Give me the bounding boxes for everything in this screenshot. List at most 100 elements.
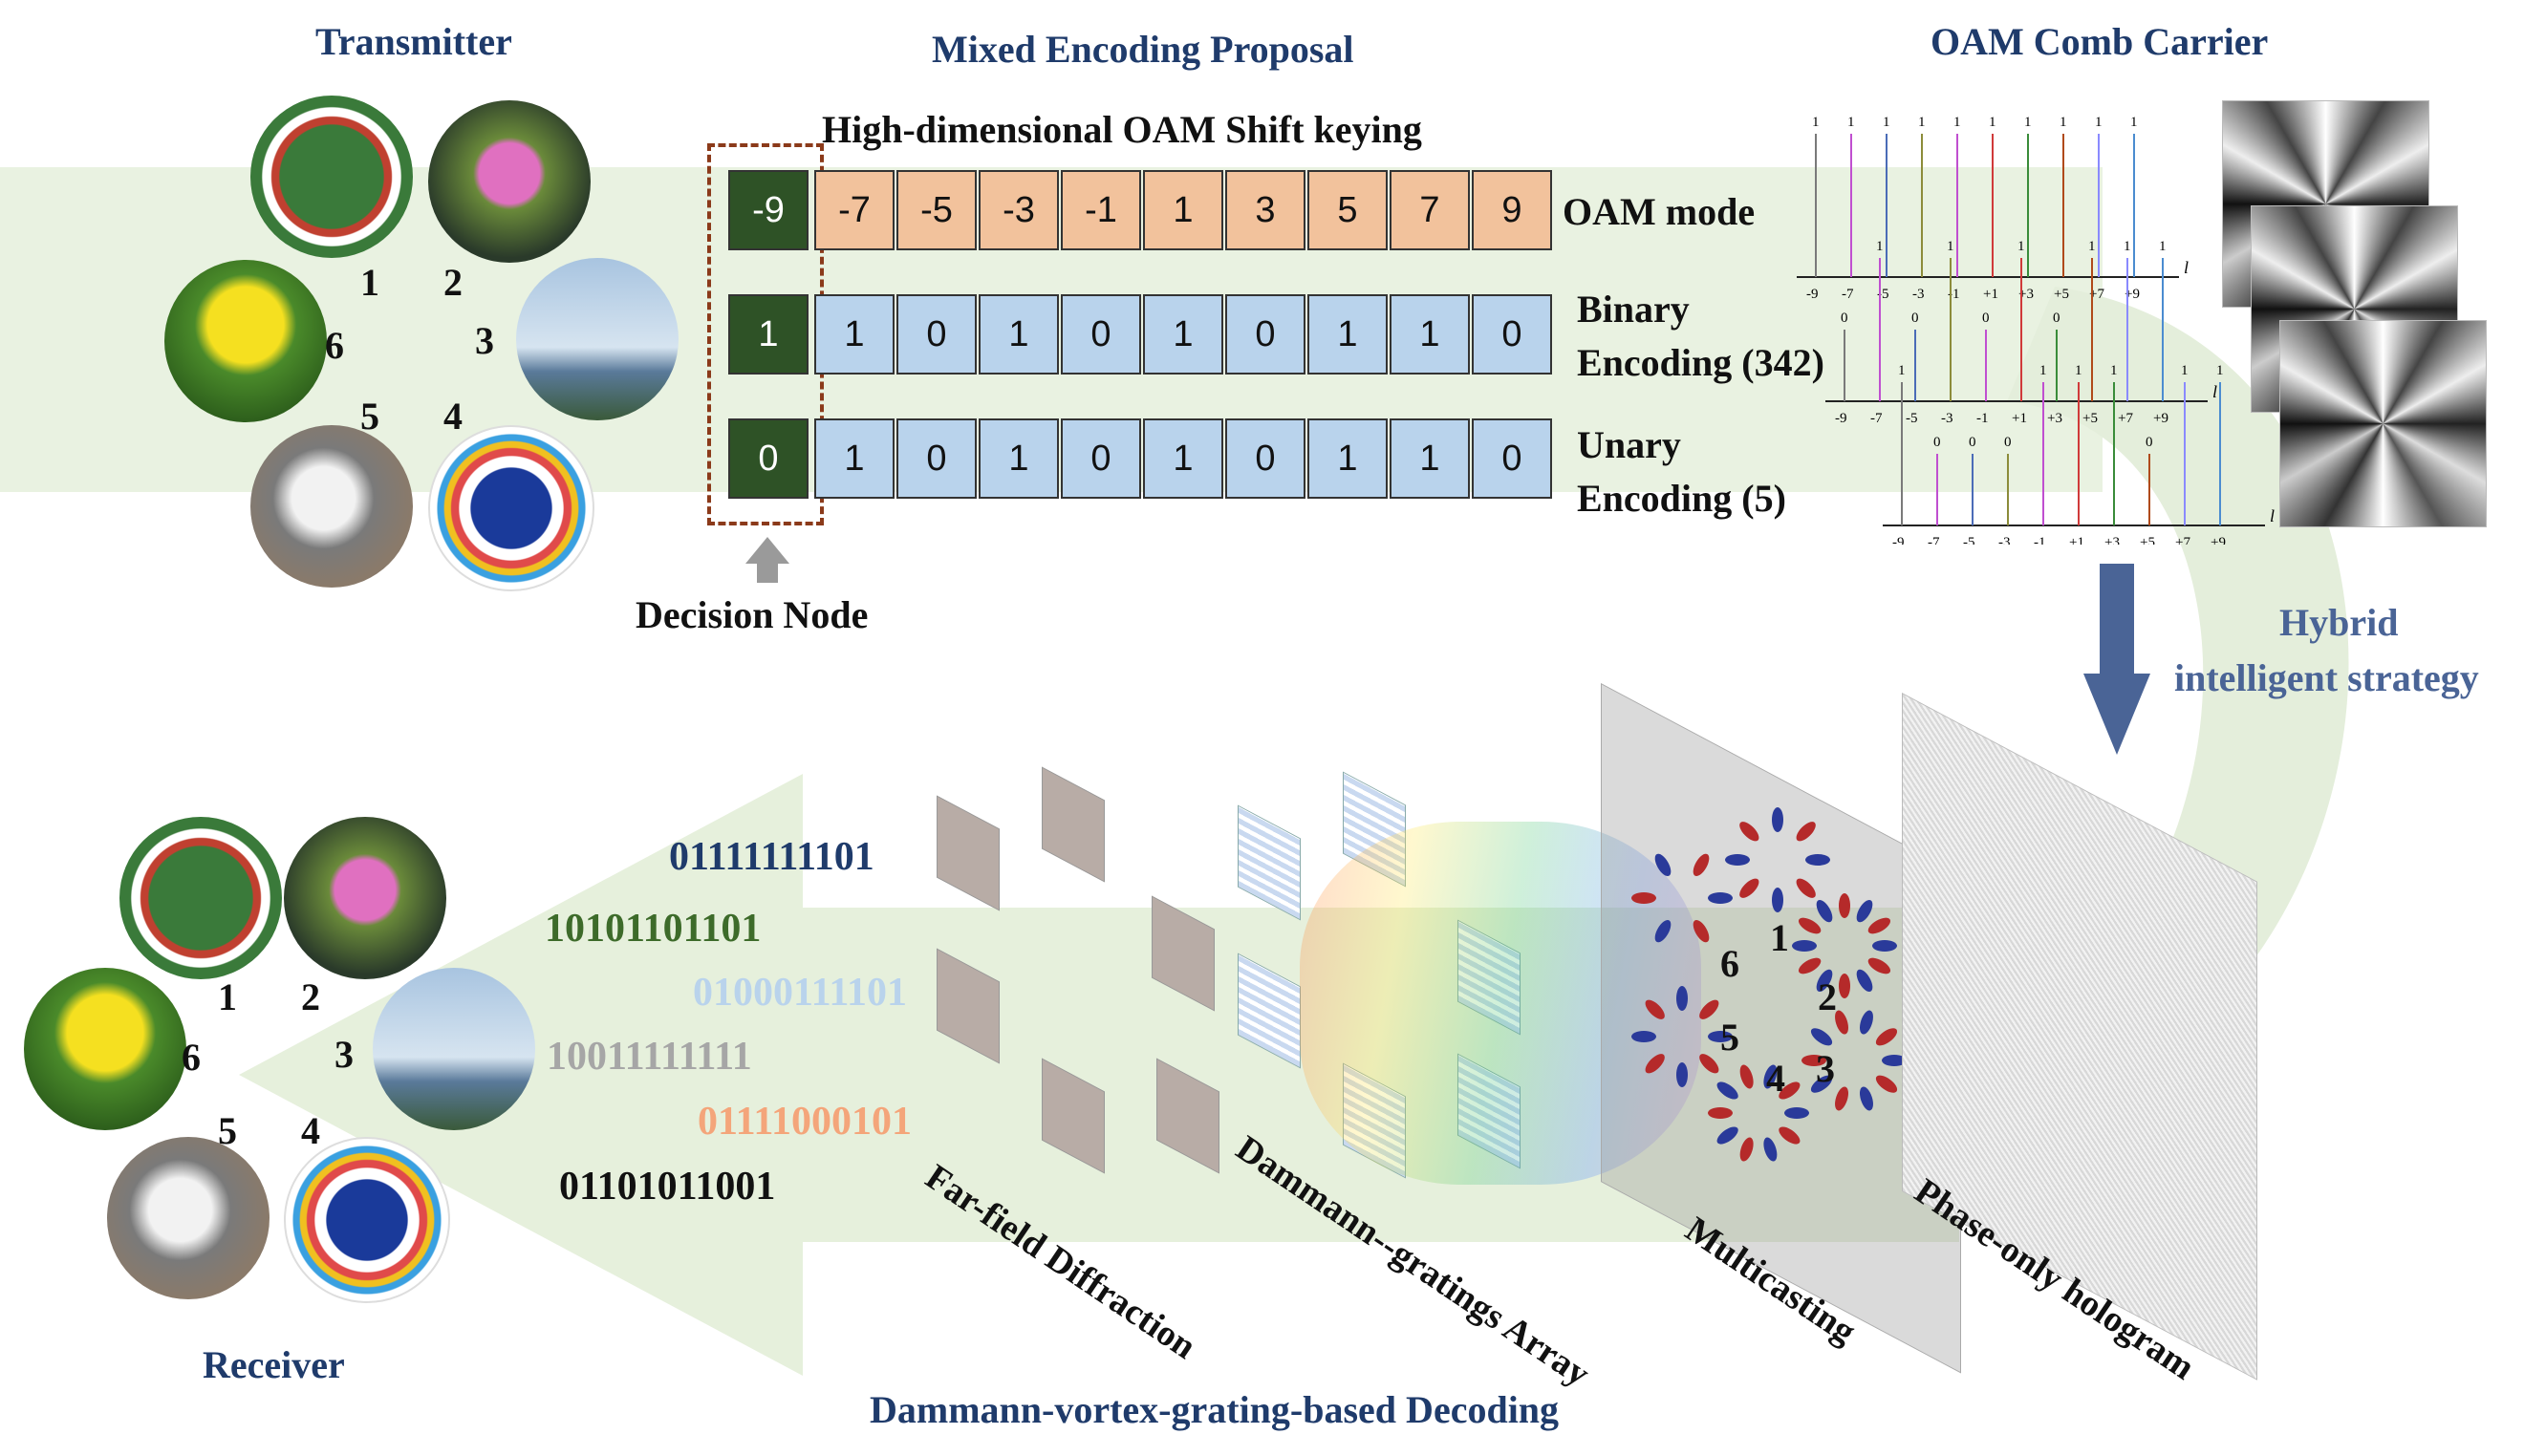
vortex-lobe: [1693, 919, 1710, 943]
vortex-lobe: [1801, 1055, 1826, 1066]
spectrum-tick-label: +1: [1983, 287, 1998, 302]
spectrum-value-label: 1: [1947, 239, 1954, 254]
oam-spectrum-plots: l1-91-71-51-31-11+11+31+51+71+9l0-91-70-…: [1797, 115, 2275, 545]
beam-field: [1300, 822, 1701, 1185]
ring-number-1: 1: [1770, 916, 1789, 959]
spectrum-tick-label: +7: [2118, 411, 2133, 426]
vortex-lobe: [1805, 854, 1830, 866]
spectrum-tick-label: +9: [2153, 411, 2168, 426]
oam-comb-title: OAM Comb Carrier: [1931, 20, 2269, 63]
vortex-lobe: [1708, 892, 1733, 904]
vortex-lobe: [1654, 853, 1672, 877]
unary-cell: 0: [896, 418, 977, 499]
vortex-lobe: [1739, 1064, 1754, 1089]
spectrum-tick-label: -5: [1906, 411, 1918, 426]
spectrum-axis-letter: l: [2212, 382, 2217, 401]
vortex-rings: [1631, 807, 1907, 1162]
spectrum-tick-label: -5: [1877, 287, 1889, 302]
spectrum-value-label: 1: [2024, 115, 2032, 130]
bit-logo-image: [250, 96, 413, 258]
vortex-lobe: [1676, 986, 1688, 1011]
vortex-lobe: [1739, 822, 1759, 842]
hybrid-arrow-shaft: [2100, 564, 2134, 674]
tulip-yellow-image: [164, 260, 327, 422]
vortex-lobe: [1763, 1064, 1778, 1089]
vortex-lobe: [1708, 1107, 1733, 1119]
spectrum-value-label: 0: [1969, 435, 1976, 450]
vortex-lobe: [1772, 807, 1783, 832]
oam-cell: -1: [1061, 170, 1141, 250]
hybrid-arrow-head: [2083, 674, 2150, 755]
oam-cell: -5: [896, 170, 977, 250]
unary-cell: 0: [1061, 418, 1141, 499]
decision-arrow-head: [745, 537, 789, 564]
decision-node-label: Decision Node: [636, 593, 869, 636]
unary-cell: 1: [1307, 418, 1388, 499]
vortex-lobe: [1860, 1086, 1873, 1111]
binary-cell: 0: [1225, 294, 1305, 375]
spectrum-value-label: 1: [2017, 239, 2025, 254]
tx-number-3: 3: [475, 319, 494, 362]
spectrum-value-label: 1: [2216, 363, 2224, 378]
vortex-lobe: [1875, 1075, 1898, 1093]
spectrum-value-label: 1: [1883, 115, 1890, 130]
spectrum-tick-label: +7: [2089, 287, 2104, 302]
vortex-lobe: [1676, 1062, 1688, 1087]
oam-cell: -7: [814, 170, 895, 250]
unary-cell: 1: [1390, 418, 1470, 499]
spectrum-tick-label: +1: [2069, 535, 2084, 545]
binary-cell: 0: [896, 294, 977, 375]
ring-number-3: 3: [1816, 1047, 1835, 1090]
vortex-lobe: [1654, 919, 1672, 943]
ring-number-6: 6: [1720, 942, 1739, 985]
spectrum-value-label: 0: [1933, 435, 1941, 450]
spectrum-value-label: 1: [2124, 239, 2131, 254]
ring-number-5: 5: [1720, 1016, 1739, 1059]
unary-label-line2: Encoding (5): [1577, 477, 1786, 520]
spectrum-tick-label: -1: [2034, 535, 2046, 545]
binary-label-line1: Binary: [1577, 288, 1690, 331]
binary-cell: 0: [1472, 294, 1552, 375]
oam-cell: 9: [1472, 170, 1552, 250]
spectrum-value-label: 1: [1898, 363, 1906, 378]
vortex-lobe: [1699, 999, 1719, 1019]
vortex-lobe: [1872, 940, 1897, 952]
rx-number-4: 4: [301, 1109, 320, 1152]
spectrum-value-label: 1: [2159, 239, 2167, 254]
bit-string-5: 01111000101: [698, 1100, 913, 1144]
spectrum-tick-label: -7: [1870, 411, 1883, 426]
oam-cell: 3: [1225, 170, 1305, 250]
vortex-lobe: [1816, 969, 1833, 993]
spectrum-value-label: 1: [2110, 363, 2118, 378]
vortex-lobe: [1784, 1107, 1809, 1119]
vortex-lobe: [1839, 893, 1850, 918]
rx-bit-logo-image: [119, 817, 282, 979]
rx-tulip-yellow-image: [24, 968, 186, 1130]
spectrum-value-label: 1: [1847, 115, 1855, 130]
bit-string-6: 01101011001: [559, 1165, 776, 1209]
shift-keying-title: High-dimensional OAM Shift keying: [822, 108, 1422, 151]
binary-label-line2: Encoding (342): [1577, 341, 1824, 384]
vortex-lobe: [1693, 853, 1710, 877]
binary-cell: 0: [1061, 294, 1141, 375]
spectrum-tick-label: -9: [1835, 411, 1847, 426]
unary-cell: 1: [814, 418, 895, 499]
spectrum-value-label: 1: [1812, 115, 1820, 130]
spectrum-tick-label: -3: [1912, 287, 1925, 302]
spectrum-value-label: 1: [1953, 115, 1961, 130]
bit-string-2: 10101101101: [545, 907, 762, 951]
binary-cell: 1: [979, 294, 1059, 375]
vortex-lobe: [1856, 899, 1873, 923]
spectrum-tick-label: +5: [2082, 411, 2098, 426]
spectrum-tick-label: -3: [1941, 411, 1953, 426]
cat-image: [250, 425, 413, 588]
vortex-lobe: [1839, 974, 1850, 998]
spectrum-tick-label: -7: [1842, 287, 1854, 302]
vortex-lobe: [1816, 899, 1833, 923]
binary-cell: 1: [1143, 294, 1223, 375]
binary-cell: 1: [1390, 294, 1470, 375]
bit-string-1: 01111111101: [669, 835, 874, 879]
spectrum-tick-label: +1: [2012, 411, 2027, 426]
tx-number-4: 4: [443, 395, 463, 438]
vortex-lobe: [1772, 888, 1783, 912]
